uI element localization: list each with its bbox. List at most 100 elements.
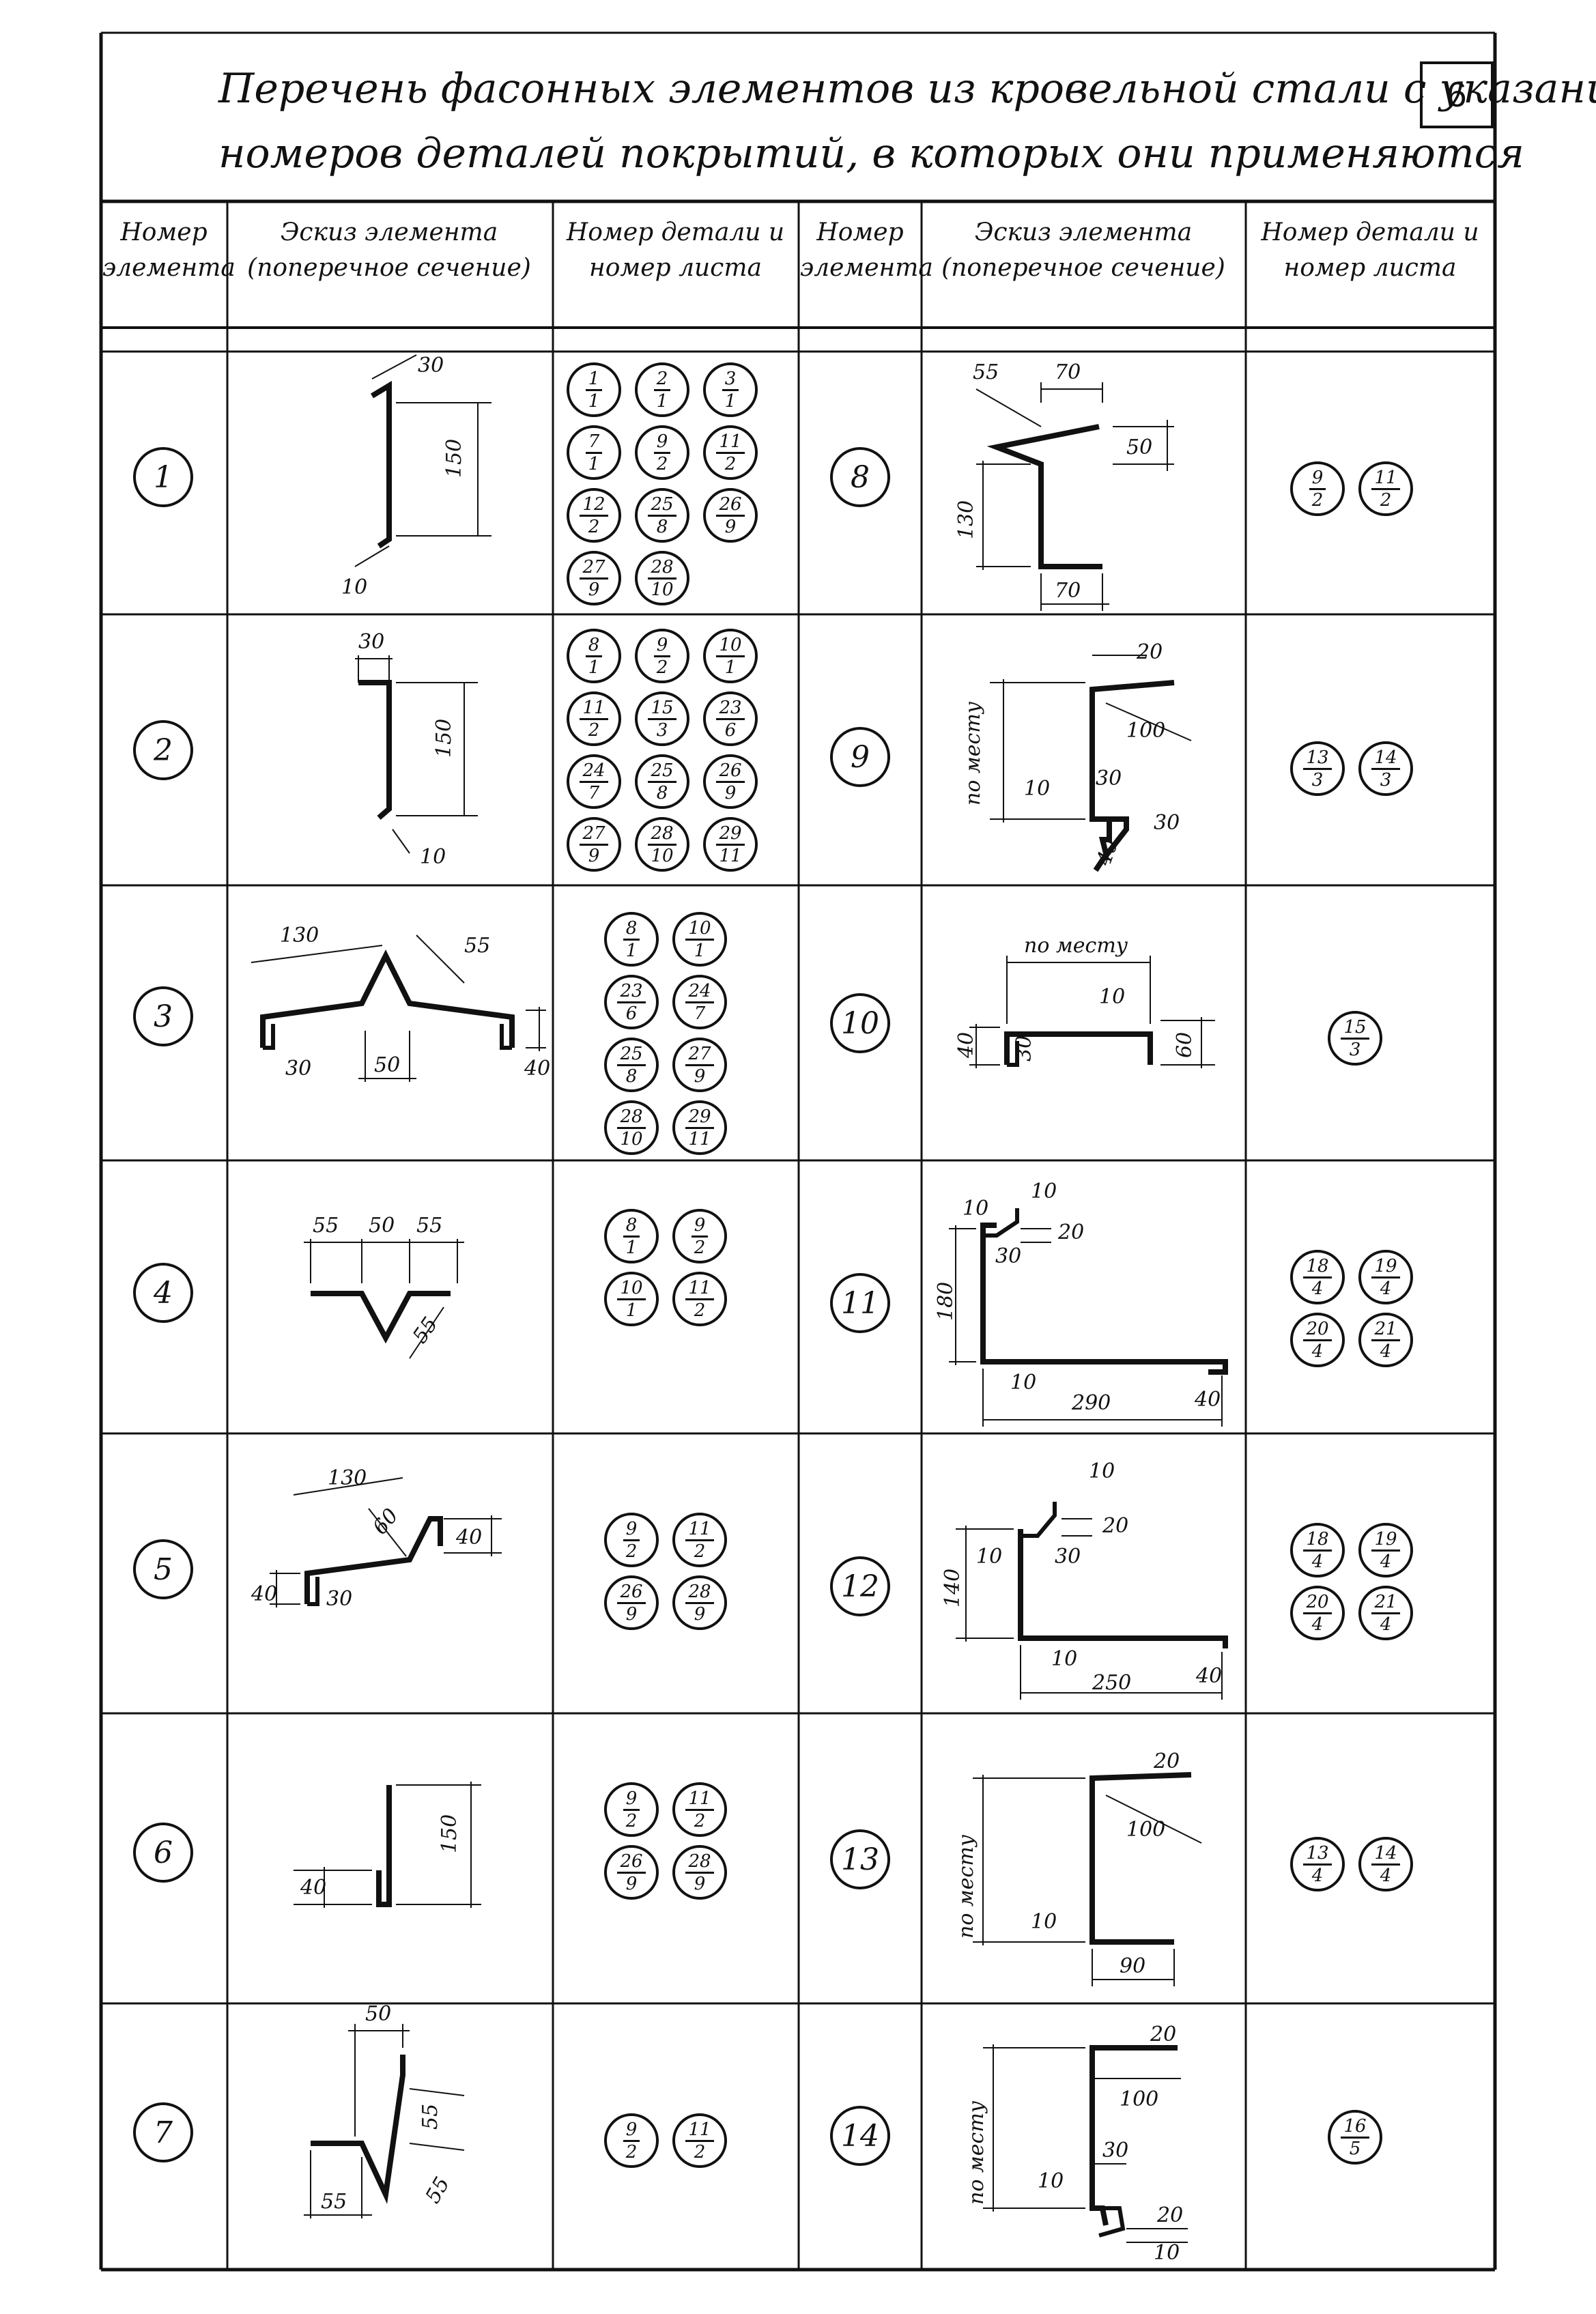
dim-label: 180	[934, 1282, 958, 1321]
sheet-number-ref: 2	[625, 1541, 638, 1562]
detail-number: 9	[653, 635, 671, 657]
sheet-number-ref: 6	[724, 719, 737, 741]
dim-label: 10	[1010, 1371, 1036, 1395]
header-ref-left: Номер детали и номер листа	[554, 215, 797, 286]
detail-number: 10	[685, 918, 714, 941]
sheet-number-ref: 1	[656, 390, 668, 412]
sheet-number-ref: 1	[724, 390, 737, 412]
sheet-number-ref: 8	[656, 516, 668, 537]
detail-number: 25	[648, 494, 676, 517]
sheet-number-ref: 10	[651, 845, 674, 866]
sketch-element-2: 30 150 10	[355, 630, 478, 869]
detail-number: 8	[585, 635, 603, 657]
detail-number: 10	[716, 635, 745, 657]
detail-number: 19	[1371, 1529, 1400, 1552]
sheet-number-ref: 4	[1380, 1614, 1392, 1635]
detail-number: 27	[580, 557, 608, 580]
sheet-number-ref: 1	[625, 1300, 638, 1321]
dim-label: 30	[285, 1057, 311, 1081]
detail-number: 10	[617, 1278, 646, 1300]
dim-label: по месту	[961, 701, 985, 805]
dim-label: 55	[408, 1313, 443, 1347]
dim-label: 55	[321, 2190, 347, 2214]
element-number: 1	[133, 447, 193, 507]
sketch-element-13: 20 100 по месту 10 90	[954, 1749, 1202, 1986]
sheet-number-ref: 3	[656, 719, 668, 741]
dim-label: 40	[251, 1582, 277, 1606]
dim-label: 40	[524, 1057, 550, 1081]
detail-number: 3	[722, 369, 739, 391]
dim-label: 10	[1031, 1910, 1057, 1934]
dim-label: 150	[432, 719, 456, 758]
sheet-number-ref: 4	[1380, 1865, 1392, 1886]
dim-label: по месту	[954, 1834, 978, 1939]
sheet-number-ref: 9	[625, 1873, 638, 1894]
dim-label: 250	[1092, 1671, 1131, 1695]
detail-number: 13	[1303, 747, 1332, 770]
dim-label: 150	[442, 439, 466, 478]
detail-number: 14	[1371, 1843, 1400, 1866]
dim-label: 10	[1099, 985, 1125, 1009]
detail-number: 8	[623, 918, 640, 941]
dim-label: 30	[1096, 767, 1122, 790]
dim-label: 10	[420, 845, 446, 869]
sheet-number-ref: 2	[694, 1810, 706, 1831]
dim-label: 30	[1012, 1035, 1036, 1061]
sheet-number-ref: 1	[724, 657, 737, 678]
sheet-number-ref: 2	[694, 1237, 706, 1258]
detail-number: 28	[648, 823, 676, 846]
dim-label: 30	[995, 1244, 1021, 1268]
detail-number: 26	[617, 1582, 646, 1604]
detail-number: 9	[623, 1788, 640, 1811]
header-sketch-line2: (поперечное сечение)	[941, 254, 1225, 282]
element-number: 7	[133, 2102, 193, 2162]
detail-number: 9	[623, 1519, 640, 1541]
sheet-number-ref: 2	[1380, 489, 1392, 511]
sheet-number-ref: 2	[694, 2141, 706, 2162]
dim-label: 10	[341, 575, 367, 599]
dim-label: 70	[1055, 360, 1081, 384]
dim-label: 60	[1173, 1032, 1197, 1058]
dim-label: 55	[418, 2104, 442, 2130]
detail-number: 11	[685, 1519, 714, 1541]
sheet-number-ref: 1	[588, 390, 600, 412]
dim-label: 50	[374, 1053, 400, 1077]
sketch-element-7: 50 55 55 55	[304, 2002, 465, 2218]
dim-label: 10	[1024, 777, 1050, 801]
sheet-number-ref: 9	[588, 845, 600, 866]
sheet-number-ref: 9	[588, 579, 600, 600]
detail-number: 11	[685, 1278, 714, 1300]
dim-label: 55	[313, 1214, 339, 1238]
element-number: 8	[830, 447, 890, 507]
element-number: 6	[133, 1823, 193, 1883]
